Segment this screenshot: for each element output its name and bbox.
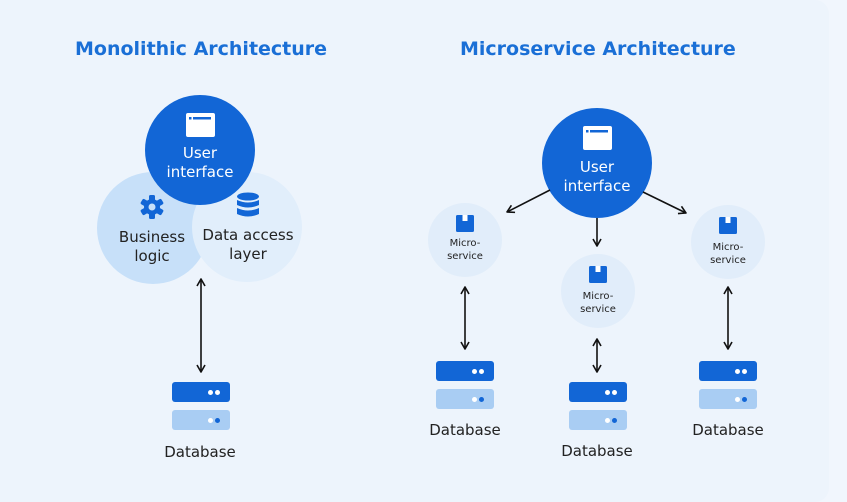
gear-icon	[140, 195, 164, 219]
ui-to-service-1-arrow	[506, 189, 551, 214]
mono-database-label: Database	[164, 443, 236, 461]
monolithic-title: Monolithic Architecture	[75, 38, 328, 60]
microservice-2-line2: service	[580, 304, 616, 315]
ms-database-icon-1	[436, 361, 494, 409]
microservice-1-line1: Micro-	[449, 238, 481, 249]
diagram-card: Monolithic Architecture Microservice Arc…	[75, 38, 765, 461]
ms-database-label-1: Database	[429, 421, 501, 439]
microservice-3-line2: service	[710, 255, 746, 266]
microservice-circle-3: Micro- service	[691, 205, 765, 279]
data-access-line1: Data access	[202, 226, 294, 244]
micro-user-interface-circle: User interface	[542, 108, 652, 218]
mono-ui-label-line1: User	[182, 144, 218, 162]
microservice-2-line1: Micro-	[582, 291, 614, 302]
mono-user-interface-circle: User interface	[145, 95, 255, 205]
ui-to-service-3-arrow	[642, 191, 687, 215]
box-icon	[719, 217, 737, 234]
microservice-title: Microservice Architecture	[460, 38, 736, 60]
database-stack-icon	[237, 192, 259, 217]
connector-arrows	[196, 189, 733, 373]
microservice-3-line1: Micro-	[712, 242, 744, 253]
mono-ui-label-line2: interface	[166, 163, 234, 181]
micro-ui-label-line1: User	[579, 158, 615, 176]
microservice-circle-2: Micro- service	[561, 254, 635, 328]
box-icon	[456, 215, 474, 232]
box-icon	[589, 266, 607, 283]
ms-database-label-2: Database	[561, 442, 633, 460]
business-logic-line1: Business	[118, 228, 186, 246]
mono-database-icon	[172, 382, 230, 430]
ms-database-label-3: Database	[692, 421, 764, 439]
business-logic-line2: logic	[134, 247, 170, 265]
data-access-line2: layer	[229, 245, 267, 263]
micro-ui-label-line2: interface	[563, 177, 631, 195]
ms-database-icon-2	[569, 382, 627, 430]
microservice-circle-1: Micro- service	[428, 203, 502, 277]
microservice-1-line2: service	[447, 251, 483, 262]
browser-window-icon	[186, 113, 215, 137]
ms-database-icon-3	[699, 361, 757, 409]
browser-window-icon	[583, 126, 612, 150]
